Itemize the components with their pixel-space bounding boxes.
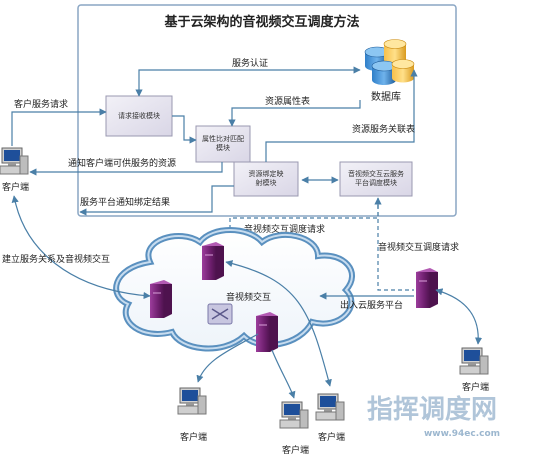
av-request-top-label: 音视频交互调度请求 [244,223,325,235]
resource-attr-label: 资源属性表 [265,95,310,107]
client-label-left: 客户端 [2,181,29,193]
cloud-server-bottom [256,312,278,352]
database-icon [364,39,415,85]
client-computer-bottom2 [279,401,309,429]
client-computer-bottom3 [315,393,345,421]
av-request-right-arrow [374,197,414,291]
gateway-server [416,268,438,308]
notify-client-label: 通知客户端可供服务的资源 [68,157,176,169]
av-link-client1 [196,333,259,383]
resource-link-arrow [265,69,418,162]
resource-attr-arrow [228,100,361,127]
switch-icon [207,303,233,325]
auth-label: 服务认证 [232,57,268,69]
av-link-client3 [225,260,332,387]
client-label-bottom3: 客户端 [318,431,345,443]
av-link-client2 [271,349,296,399]
request-module: 请求接收模块 [105,95,173,137]
cloud-server-top [202,242,224,280]
cloud-server-left [150,280,172,318]
request-to-match-arrow [172,115,197,144]
client-label-right: 客户端 [462,381,489,393]
gateway-label: 出入云服务平台 [340,299,403,311]
establish-arrow [11,195,151,300]
av-interaction-label: 音视频交互 [226,291,271,303]
cloud-sched-module-label: 音视频交互云服务平台调度模块 [348,170,404,187]
client-request-arrow [11,108,107,146]
client-computer-right [459,347,489,375]
gateway-client-link [435,288,483,345]
auth-arrow [135,66,361,97]
client-request-label: 客户服务请求 [14,98,68,110]
database-label: 数据库 [371,90,401,103]
notify-client-arrow [29,162,223,176]
platform-notify-label: 服务平台通知绑定结果 [80,196,170,208]
attr-match-module: 属性比对匹配模块 [195,125,251,163]
client-label-bottom2: 客户端 [282,444,309,456]
request-module-label: 请求接收模块 [118,111,160,120]
watermark-url: www.94ec.com [424,429,500,439]
client-computer-bottom1 [177,387,207,415]
cloud-outline-inner [115,229,353,350]
client-label-bottom1: 客户端 [180,431,207,443]
attr-match-module-label: 属性比对匹配模块 [202,135,244,152]
av-request-right-label: 音视频交互调度请求 [378,241,459,253]
diagram-title: 基于云架构的音视频交互调度方法 [163,14,359,30]
cloud-sched-module: 音视频交互云服务平台调度模块 [339,161,413,197]
watermark-main: 指挥调度网 [367,394,497,425]
resource-bind-module: 资源绑定映射模块 [233,161,299,197]
resource-link-label: 资源服务关联表 [352,123,415,135]
establish-label: 建立服务关系及音视频交互 [2,253,110,265]
client-computer-left [0,147,29,175]
resource-bind-module-label: 资源绑定映射模块 [248,170,284,187]
